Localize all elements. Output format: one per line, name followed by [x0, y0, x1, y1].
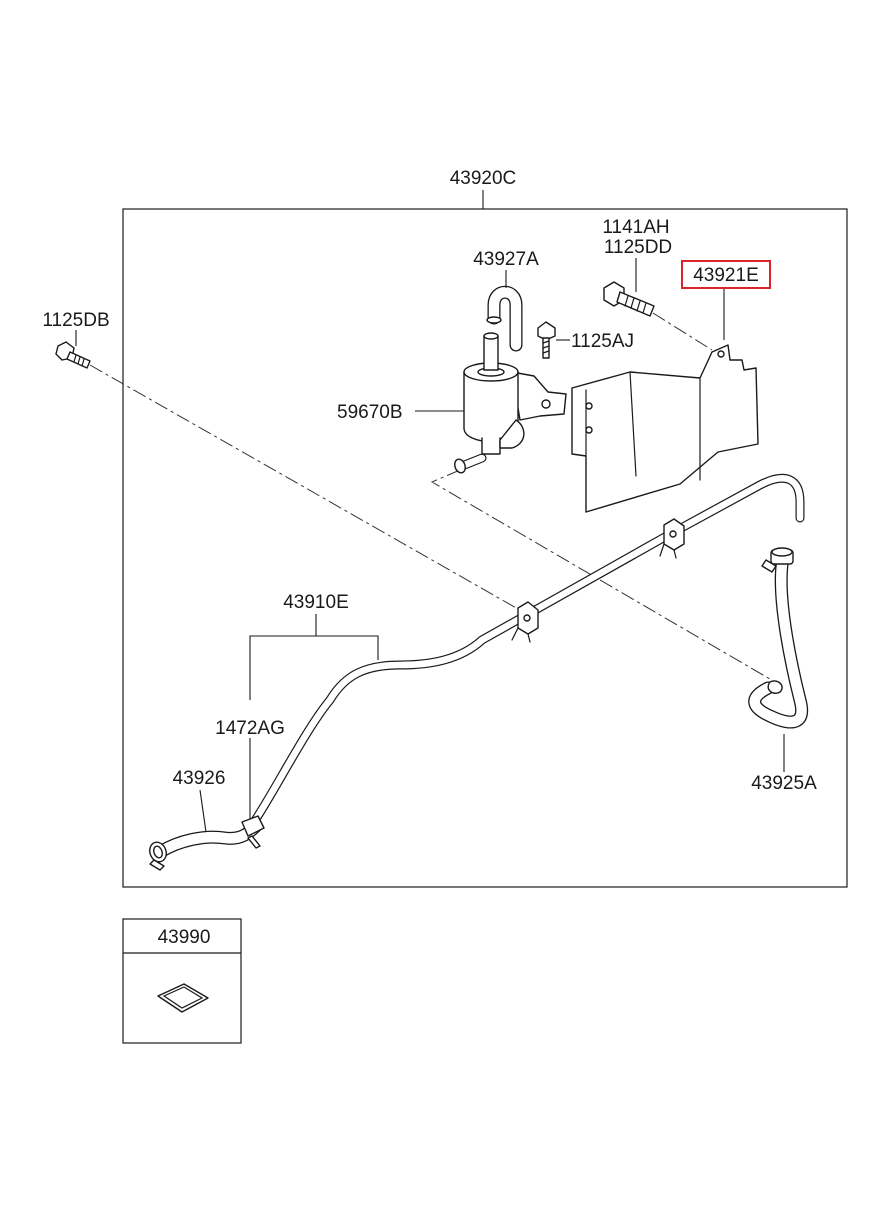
highlight-box-43921E	[681, 260, 771, 289]
leader-43910E	[249, 635, 379, 700]
label-1125AJ[interactable]: 1125AJ	[571, 331, 634, 352]
label-43921E[interactable]: 43921E	[693, 265, 759, 286]
elbow-hose-43927A	[486, 285, 523, 352]
valve-59670B	[454, 332, 567, 474]
assembly-frame	[122, 208, 848, 888]
label-59670B[interactable]: 59670B	[337, 402, 403, 423]
bolt-1125DB-icon	[55, 341, 91, 369]
bolt-1141AH-icon	[603, 281, 655, 317]
label-43920C[interactable]: 43920C	[450, 168, 517, 189]
label-1125DD[interactable]: 1125DD	[604, 237, 672, 258]
label-43925A[interactable]: 43925A	[751, 773, 817, 794]
label-1141AH[interactable]: 1141AH	[602, 217, 669, 238]
alignment-line-valve	[430, 469, 776, 683]
hose-43925A	[748, 547, 808, 729]
alignment-line-bolt	[89, 364, 519, 610]
bolt-1125AJ-icon	[537, 321, 556, 359]
label-1472AG[interactable]: 1472AG	[215, 718, 285, 739]
alignment-line-bracket	[652, 312, 713, 351]
label-43926[interactable]: 43926	[173, 768, 226, 789]
label-43927A[interactable]: 43927A	[473, 249, 539, 270]
gasket-icon	[157, 983, 209, 1013]
pipe-assembly-43910E	[245, 473, 805, 833]
hose-43926	[149, 815, 265, 871]
bracket-43921E	[571, 344, 759, 513]
label-1125DB[interactable]: 1125DB	[42, 310, 109, 331]
label-43990[interactable]: 43990	[158, 927, 211, 948]
kit-box	[122, 918, 242, 1044]
leader-43926	[199, 789, 207, 833]
label-43910E[interactable]: 43910E	[283, 592, 349, 613]
